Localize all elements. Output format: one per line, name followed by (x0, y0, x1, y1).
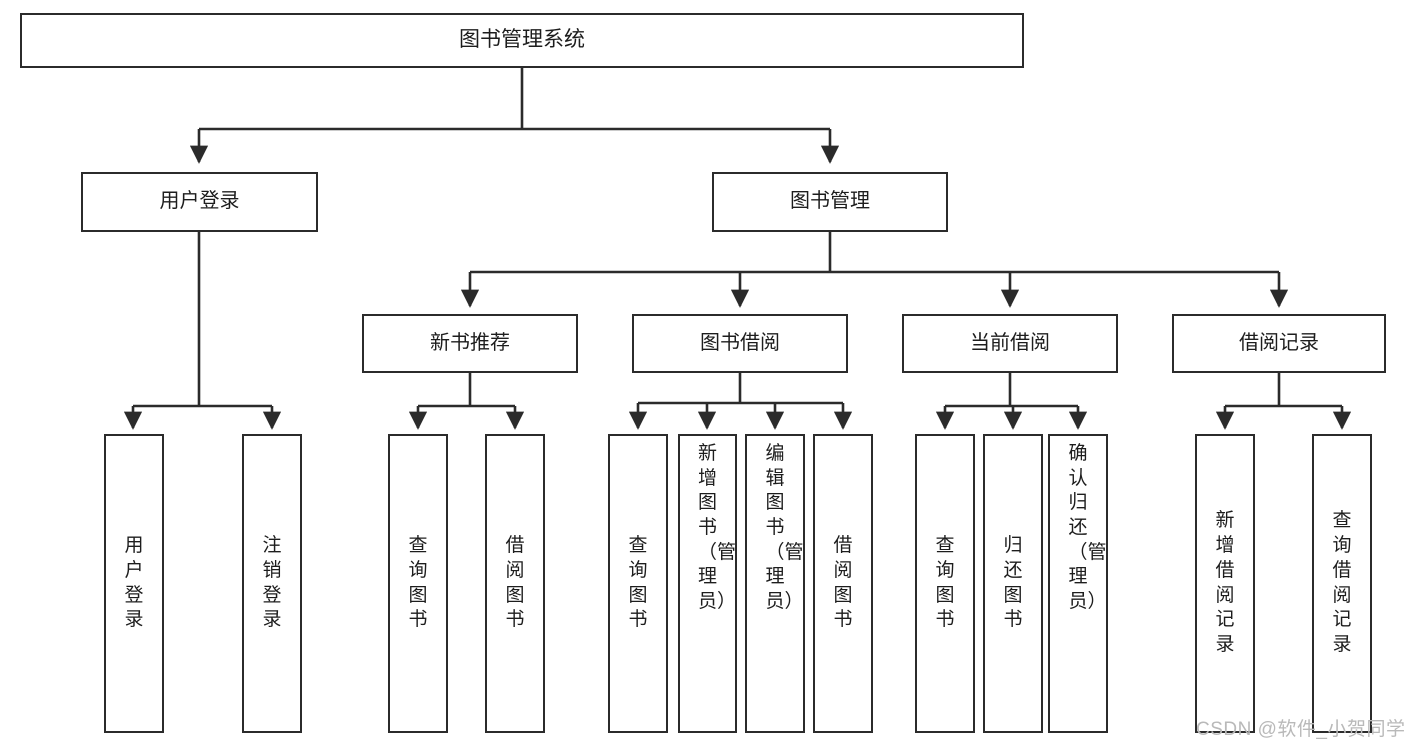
node-label: 查询借阅记录 (1332, 510, 1352, 655)
node-new-book-recommendation[interactable]: 新书推荐 (362, 314, 578, 373)
node-label: 图书借阅 (700, 331, 780, 354)
node-label: 用户登录 (124, 535, 144, 631)
node-borrow-record[interactable]: 借阅记录 (1172, 314, 1386, 373)
node-current-borrow[interactable]: 当前借阅 (902, 314, 1118, 373)
node-user-login[interactable]: 用户登录 (81, 172, 318, 232)
node-root-system[interactable]: 图书管理系统 (20, 13, 1024, 68)
node-label: 借阅图书 (833, 535, 853, 631)
leaf-query-book-borrow[interactable]: 查询图书 (608, 434, 668, 733)
leaf-add-borrow-record[interactable]: 新增借阅记录 (1195, 434, 1255, 733)
node-label: 编辑图书（管理员） (765, 443, 804, 613)
leaf-query-borrow-record[interactable]: 查询借阅记录 (1312, 434, 1372, 733)
node-label: 图书管理系统 (459, 28, 585, 52)
leaf-borrow-book-recommendation[interactable]: 借阅图书 (485, 434, 545, 733)
node-label: 查询图书 (935, 535, 955, 631)
node-label: 当前借阅 (970, 331, 1050, 354)
leaf-edit-book-admin[interactable]: 编辑图书（管理员） (745, 434, 805, 733)
leaf-borrow-book[interactable]: 借阅图书 (813, 434, 873, 733)
node-label: 新增图书（管理员） (698, 443, 737, 613)
leaf-add-book-admin[interactable]: 新增图书（管理员） (678, 434, 737, 733)
leaf-confirm-return-admin[interactable]: 确认归还（管理员） (1048, 434, 1108, 733)
node-label: 用户登录 (159, 190, 240, 213)
leaf-return-book[interactable]: 归还图书 (983, 434, 1043, 733)
node-label: 归还图书 (1003, 535, 1023, 631)
node-label: 借阅图书 (505, 535, 525, 631)
leaf-user-logout[interactable]: 注销登录 (242, 434, 302, 733)
node-label: 确认归还（管理员） (1068, 443, 1107, 613)
node-book-management[interactable]: 图书管理 (712, 172, 948, 232)
node-label: 查询图书 (408, 535, 428, 631)
node-label: 注销登录 (262, 535, 282, 631)
leaf-user-login[interactable]: 用户登录 (104, 434, 164, 733)
node-label: 新书推荐 (430, 331, 510, 354)
node-book-borrow[interactable]: 图书借阅 (632, 314, 848, 373)
node-label: 借阅记录 (1239, 331, 1319, 354)
node-label: 查询图书 (628, 535, 648, 631)
leaf-query-book-current[interactable]: 查询图书 (915, 434, 975, 733)
node-label: 图书管理 (790, 190, 870, 213)
leaf-query-book-recommendation[interactable]: 查询图书 (388, 434, 448, 733)
node-label: 新增借阅记录 (1215, 510, 1235, 655)
csdn-watermark: CSDN @软件_小贺同学 (1196, 719, 1405, 740)
